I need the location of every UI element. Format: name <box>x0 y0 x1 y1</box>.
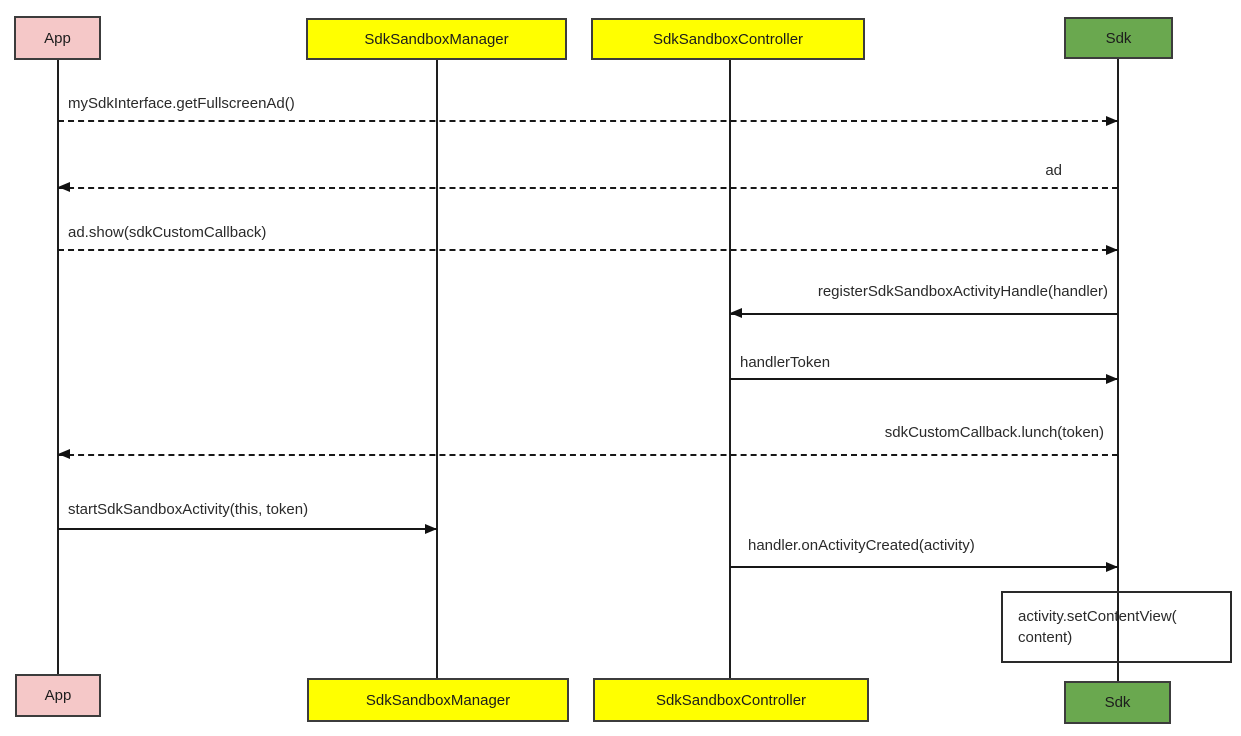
lifeline-app <box>57 60 59 674</box>
actor-label-controller: SdkSandboxController <box>652 30 804 48</box>
message-label: ad.show(sdkCustomCallback) <box>68 224 267 241</box>
message-line <box>730 566 1118 568</box>
message-line <box>58 454 1118 456</box>
arrowhead-right <box>1106 562 1118 572</box>
message-label: ad <box>1045 162 1062 179</box>
message-line <box>58 528 437 530</box>
actor-label-manager: SdkSandboxManager <box>364 30 509 48</box>
lifeline-controller <box>729 60 731 678</box>
actor-label-sdk: Sdk <box>1104 694 1131 711</box>
actor-label-app: App <box>44 687 72 704</box>
message-label: mySdkInterface.getFullscreenAd() <box>68 95 295 112</box>
message-label: handler.onActivityCreated(activity) <box>748 537 975 554</box>
message-line <box>58 187 1118 189</box>
note-set-content-view: activity.setContentView( content) <box>1001 591 1232 663</box>
message-label: registerSdkSandboxActivityHandle(handler… <box>817 283 1108 300</box>
note-line-2: content) <box>1018 629 1073 646</box>
arrowhead-right <box>1106 374 1118 384</box>
arrowhead-right <box>1106 245 1118 255</box>
actor-box-app-top: App <box>14 16 101 60</box>
actor-label-controller: SdkSandboxController <box>655 691 807 709</box>
actor-box-controller-top: SdkSandboxController <box>591 18 865 60</box>
arrowhead-left <box>58 182 70 192</box>
message-line <box>58 120 1118 122</box>
lifeline-sdk <box>1117 59 1119 681</box>
message-line <box>730 313 1118 315</box>
actor-box-manager-bottom: SdkSandboxManager <box>307 678 569 722</box>
lifeline-manager <box>436 60 438 678</box>
message-label: sdkCustomCallback.lunch(token) <box>884 424 1104 441</box>
arrowhead-right <box>425 524 437 534</box>
message-line <box>730 378 1118 380</box>
actor-label-app: App <box>44 29 71 47</box>
message-label: handlerToken <box>740 354 831 371</box>
actor-label-manager: SdkSandboxManager <box>365 691 511 709</box>
arrowhead-left <box>730 308 742 318</box>
message-label: startSdkSandboxActivity(this, token) <box>68 501 309 518</box>
arrowhead-left <box>58 449 70 459</box>
actor-box-sdk-bottom: Sdk <box>1064 681 1171 724</box>
actor-label-sdk: Sdk <box>1105 29 1132 47</box>
note-line-1: activity.setContentView( <box>1018 608 1177 625</box>
actor-box-app-bottom: App <box>15 674 101 717</box>
arrowhead-right <box>1106 116 1118 126</box>
actor-box-sdk-top: Sdk <box>1064 17 1173 59</box>
actor-box-manager-top: SdkSandboxManager <box>306 18 567 60</box>
actor-box-controller-bottom: SdkSandboxController <box>593 678 869 722</box>
message-line <box>58 249 1118 251</box>
